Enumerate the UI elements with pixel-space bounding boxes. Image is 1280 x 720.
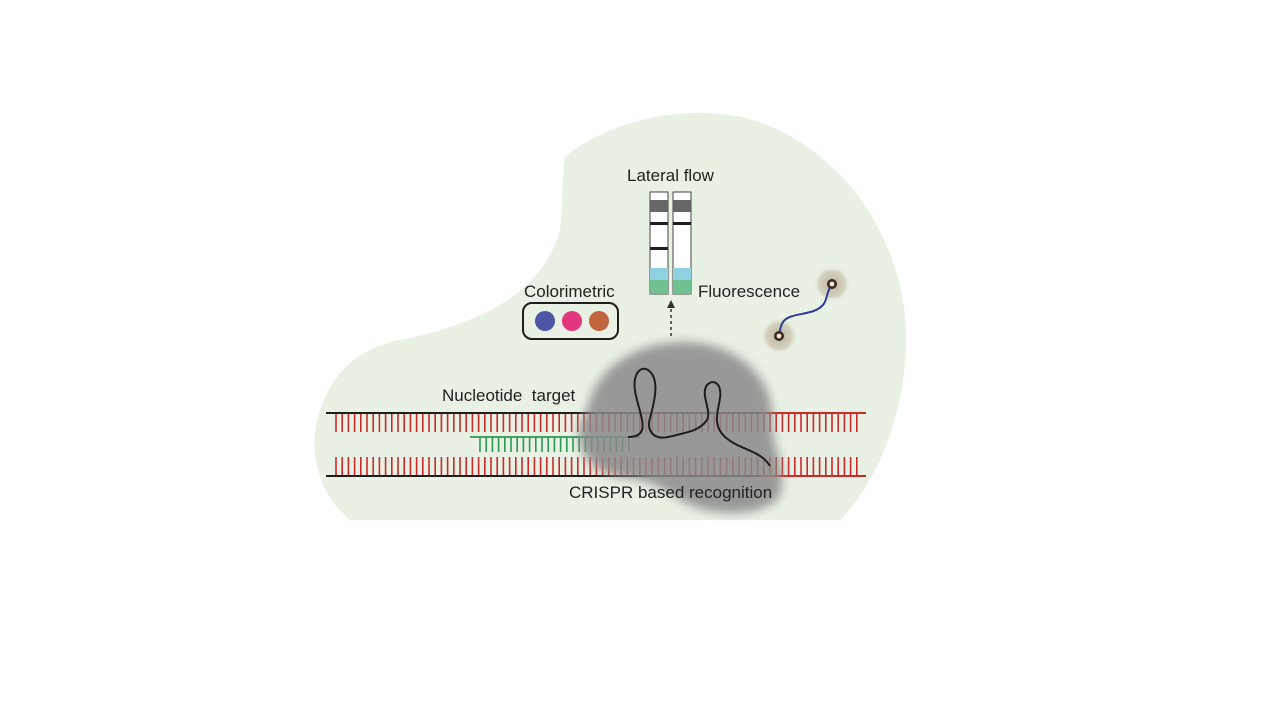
colorimetric-dots-icon — [522, 302, 619, 340]
cas-protein-icon — [579, 341, 783, 513]
strip-left — [649, 191, 669, 295]
lateral-flow-strip-icon — [649, 191, 692, 295]
strip-right — [672, 191, 692, 295]
lateral-flow-label: Lateral flow — [627, 166, 715, 185]
colorimetric-label: Colorimetric — [524, 282, 615, 301]
blue-dot — [535, 311, 555, 331]
fluorescence-label: Fluorescence — [698, 282, 800, 301]
pink-dot — [562, 311, 582, 331]
crrna-loops — [627, 367, 771, 467]
crispr-recognition-label: CRISPR based recognition — [569, 483, 772, 502]
fluorescence-reporter-icon — [761, 266, 850, 354]
dashed-arrow-icon — [667, 300, 675, 336]
orange-dot — [589, 311, 609, 331]
nucleotide-target-label: Nucleotide target — [442, 386, 576, 405]
